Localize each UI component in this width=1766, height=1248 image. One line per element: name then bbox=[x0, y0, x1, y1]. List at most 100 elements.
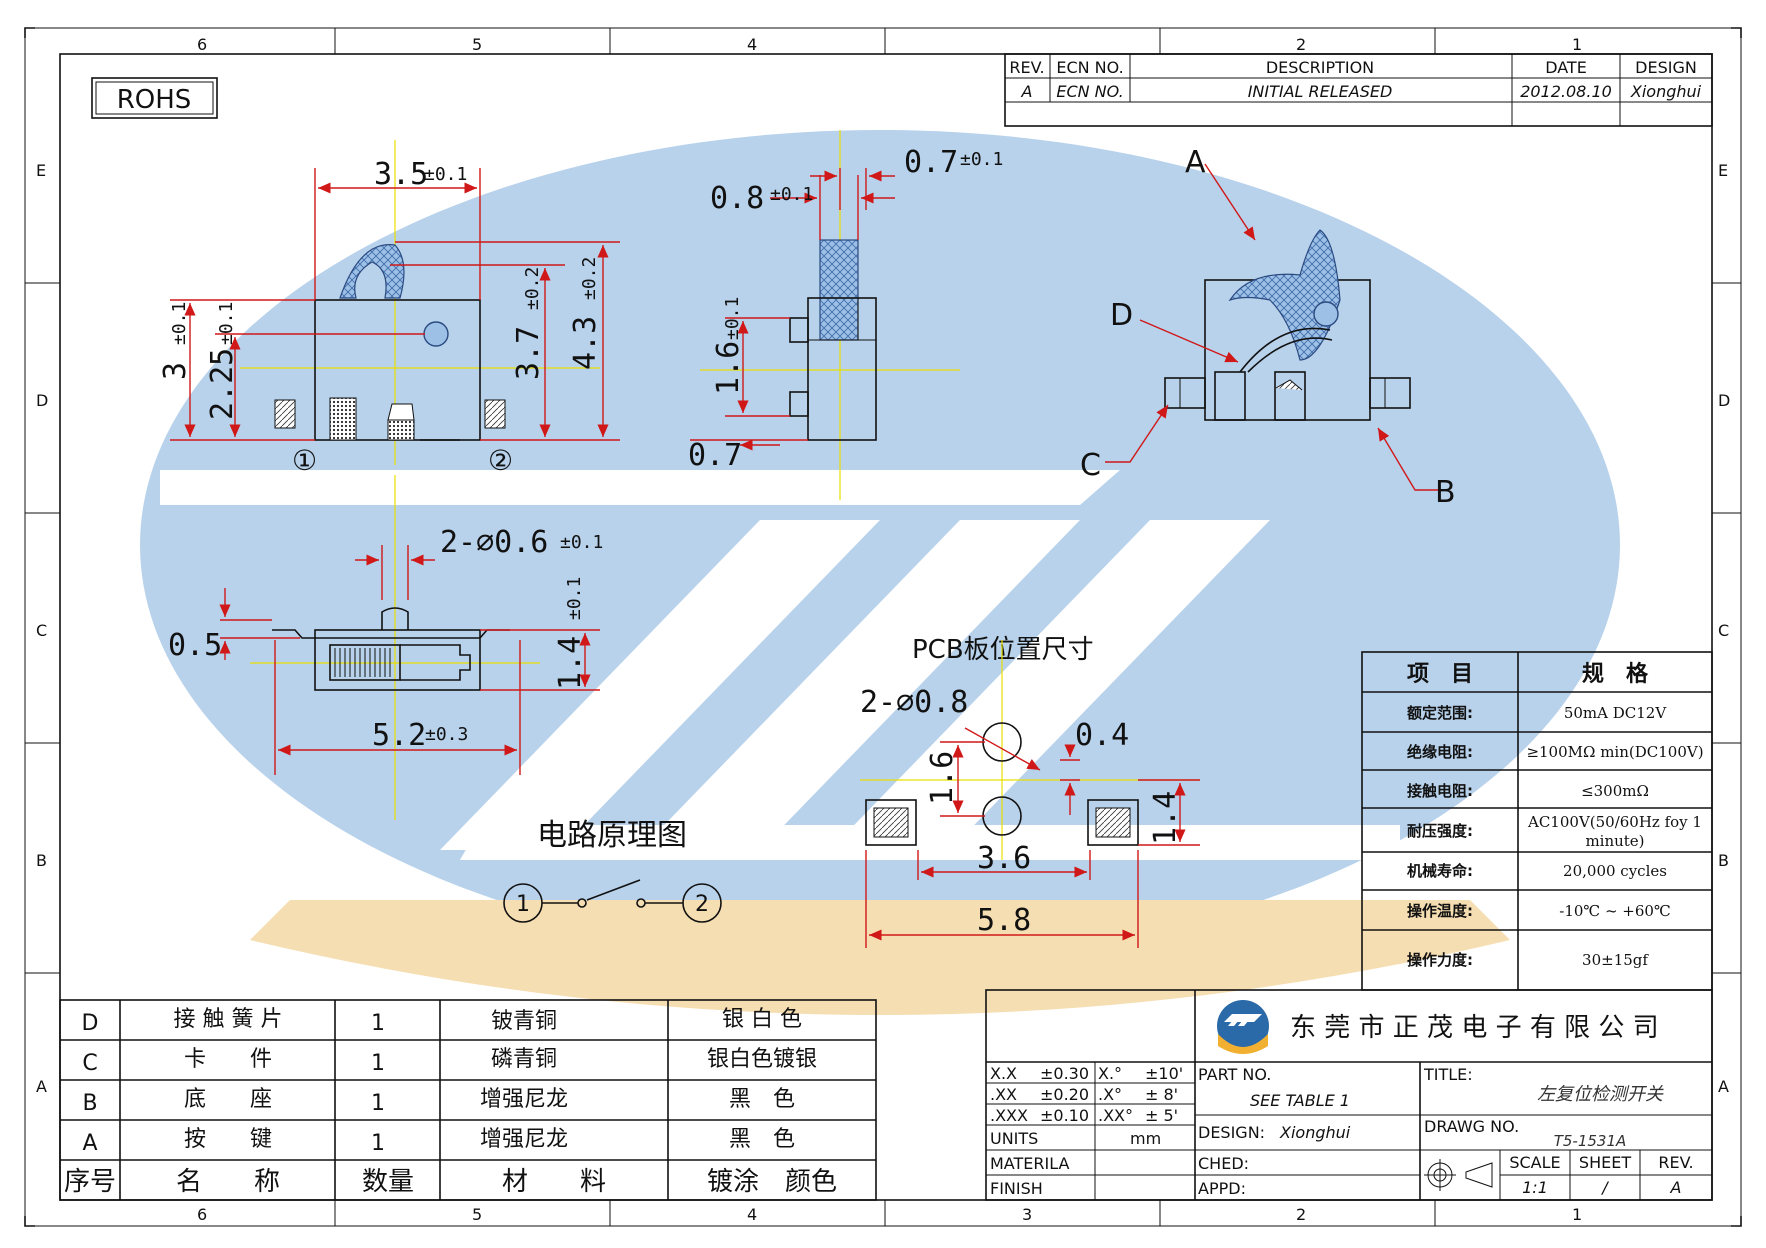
column-labels-bottom: 6 5 4 3 2 1 bbox=[197, 1205, 1582, 1224]
row-label: A bbox=[1718, 1077, 1729, 1096]
rev-header: REV. bbox=[1009, 58, 1044, 77]
rev-label: REV. bbox=[1658, 1153, 1693, 1172]
dim-side-d: 0.7 bbox=[688, 438, 742, 473]
tol-h3: ±0.2 bbox=[522, 267, 543, 310]
node1-label: 1 bbox=[516, 892, 530, 917]
parts-row-a: A 按 键 1 增强尼龙 黑 色 bbox=[82, 1127, 795, 1156]
tol-key: .XXX bbox=[990, 1106, 1028, 1125]
label-a: A bbox=[1185, 145, 1206, 180]
dim-h3: 3.7 bbox=[511, 326, 546, 380]
col-label: 5 bbox=[472, 1205, 482, 1224]
dim-h1: 3 bbox=[158, 362, 193, 380]
company-logo bbox=[1217, 1000, 1269, 1054]
part-qty: 1 bbox=[371, 1091, 385, 1116]
part-name: 按 键 bbox=[184, 1127, 272, 1152]
units-label: UNITS bbox=[990, 1129, 1038, 1148]
dim-bottom-len: 5.2 bbox=[372, 718, 426, 753]
tol-h4: ±0.2 bbox=[579, 257, 600, 300]
part-qty: 1 bbox=[371, 1011, 385, 1036]
parts-header: 序号 名 称 数量 材 料 镀涂 颜色 bbox=[64, 1167, 837, 1197]
parts-row-c: C 卡 件 1 磷青铜 银白色镀银 bbox=[82, 1047, 817, 1076]
dim-side-b: 0.7 bbox=[904, 145, 958, 180]
drawg-no-label: DRAWG NO. bbox=[1424, 1117, 1519, 1136]
iso-callouts: A D C B bbox=[1080, 145, 1456, 510]
spec-label: 额定范围: bbox=[1407, 704, 1473, 722]
date-header: DATE bbox=[1545, 58, 1587, 77]
scale-label: SCALE bbox=[1509, 1153, 1560, 1172]
part-material: 磷青铜 bbox=[491, 1047, 557, 1072]
spec-value: 50mA DC12V bbox=[1564, 704, 1668, 722]
pin2-label: ② bbox=[488, 444, 513, 477]
row-label: B bbox=[36, 851, 47, 870]
part-qty: 1 bbox=[371, 1051, 385, 1076]
row-label: C bbox=[1718, 621, 1729, 640]
col-label: 1 bbox=[1572, 35, 1582, 54]
row-label: D bbox=[36, 391, 48, 410]
spec-value: ≤300mΩ bbox=[1581, 782, 1649, 800]
scale-value: 1:1 bbox=[1522, 1178, 1548, 1197]
col-label: 2 bbox=[1296, 1205, 1306, 1224]
dim-pcb-pad-h: 1.4 bbox=[1148, 791, 1183, 845]
part-finish: 黑 色 bbox=[729, 1087, 795, 1112]
part-no-value: SEE TABLE 1 bbox=[1250, 1091, 1350, 1110]
company-name: 东 莞 市 正 茂 电 子 有 限 公 司 bbox=[1290, 1013, 1659, 1043]
row-label: C bbox=[36, 621, 47, 640]
tol-angle-value: ±10' bbox=[1145, 1064, 1183, 1083]
tol-bottom-len: ±0.3 bbox=[425, 724, 468, 745]
node2-label: 2 bbox=[695, 892, 709, 917]
part-finish: 银 白 色 bbox=[722, 1007, 802, 1032]
drawg-no-value: T5-1531A bbox=[1554, 1132, 1627, 1150]
date-value: 2012.08.10 bbox=[1520, 82, 1612, 101]
design-value: Xionghui bbox=[1279, 1123, 1351, 1142]
title-label: TITLE: bbox=[1423, 1065, 1473, 1084]
bottom-view bbox=[250, 475, 540, 820]
dim-pcb-gap: 0.4 bbox=[1075, 718, 1129, 753]
part-finish: 黑 色 bbox=[729, 1127, 795, 1152]
appd-label: APPD: bbox=[1198, 1179, 1246, 1198]
spec-label: 操作力度: bbox=[1407, 951, 1473, 969]
part-id: D bbox=[82, 1011, 99, 1036]
tol-angle-key: X.° bbox=[1098, 1064, 1122, 1083]
tol-value: ±0.30 bbox=[1040, 1064, 1089, 1083]
col-label: 6 bbox=[197, 35, 207, 54]
description-value: INITIAL RELEASED bbox=[1248, 82, 1393, 101]
dim-bottom-off: 0.5 bbox=[168, 628, 222, 663]
dim-pcb-pitch: 3.6 bbox=[977, 841, 1031, 876]
tol-angle-value: ± 8' bbox=[1145, 1085, 1178, 1104]
part-material: 铍青铜 bbox=[491, 1009, 557, 1034]
dim-h2: 2.25 bbox=[205, 348, 240, 420]
dim-side-c: 1.6 bbox=[711, 341, 746, 395]
spec-label: 绝缘电阻: bbox=[1407, 743, 1473, 761]
part-name: 卡 件 bbox=[184, 1047, 272, 1072]
tol-bottom-h: ±0.1 bbox=[564, 577, 585, 620]
title-value: 左复位检测开关 bbox=[1537, 1084, 1664, 1105]
row-label: A bbox=[36, 1077, 47, 1096]
ecn-value: ECN NO. bbox=[1056, 82, 1123, 101]
row-label: E bbox=[36, 161, 46, 180]
spec-value-cont: minute) bbox=[1585, 832, 1644, 850]
side-dimensions: 0.8 ±0.1 0.7 ±0.1 1.6 ±0.1 0.7 bbox=[688, 145, 1003, 473]
header-name: 名 称 bbox=[176, 1167, 280, 1197]
pcb-dimensions: 2-⌀0.8 0.4 1.6 1.4 3.6 5.8 bbox=[860, 685, 1200, 948]
dim-bottom-holes: 2-⌀0.6 bbox=[440, 525, 548, 560]
col-label: 4 bbox=[747, 35, 757, 54]
description-header: DESCRIPTION bbox=[1266, 58, 1374, 77]
col-label: 5 bbox=[472, 35, 482, 54]
column-labels-top: 6 5 4 2 1 bbox=[197, 35, 1582, 54]
design-header: DESIGN bbox=[1635, 58, 1697, 77]
spec-label: 耐压强度: bbox=[1407, 822, 1473, 840]
col-label: 3 bbox=[1022, 1205, 1032, 1224]
rev-value: A bbox=[1670, 1178, 1682, 1197]
tol-side-a: ±0.1 bbox=[770, 184, 813, 205]
rev-value: A bbox=[1021, 82, 1033, 101]
header-finish: 镀涂 颜色 bbox=[707, 1167, 837, 1197]
row-labels: E D C B A E D C B A bbox=[36, 161, 1730, 1096]
material-label: MATERILA bbox=[990, 1154, 1070, 1173]
pcb-title: PCB板位置尺寸 bbox=[912, 635, 1094, 665]
front-view: ① ② bbox=[240, 140, 600, 477]
sheet-border bbox=[24, 27, 1742, 1227]
part-name: 底 座 bbox=[184, 1087, 272, 1112]
header-material: 材 料 bbox=[502, 1167, 606, 1197]
spec-table: 项 目 规 格 额定范围: 50mA DC12V 绝缘电阻: ≥100MΩ mi… bbox=[1361, 651, 1713, 991]
circuit-diagram: 电路原理图 1 2 bbox=[503, 818, 722, 923]
